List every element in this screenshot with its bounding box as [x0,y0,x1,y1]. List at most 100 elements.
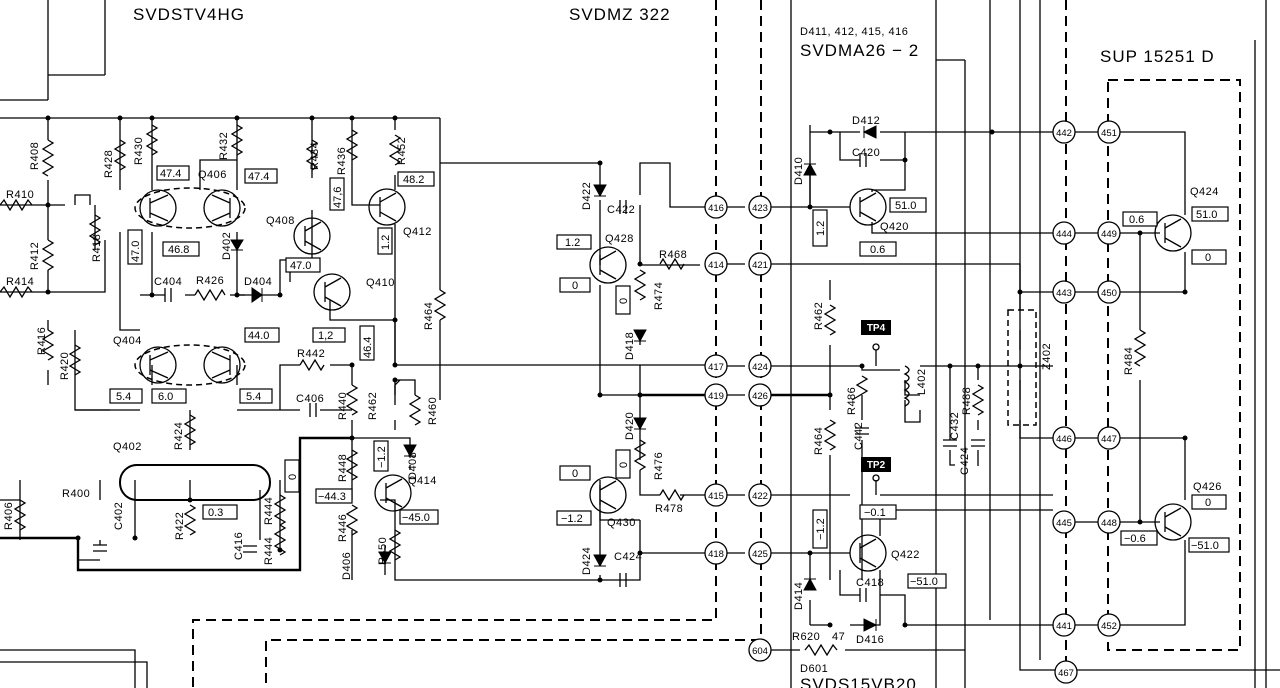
q422-label: Q422 [891,549,920,561]
node-label: 441 [1056,621,1072,632]
transistors [119,187,1192,572]
q414-label: Q414 [408,475,437,487]
q404-label: Q404 [113,335,142,347]
voltage-value: 0 [572,280,578,292]
voltage-value: −0.6 [1124,533,1146,545]
voltage-value: −1.2 [815,518,827,540]
r428-label: R428 [103,150,115,178]
voltage-value: −51.0 [910,576,938,588]
svdstv4hg-label: SVDSTV4HG [133,5,245,24]
r418-label: R418 [91,234,103,262]
q402-label: Q402 [113,441,142,453]
r436-label: R436 [336,147,348,175]
c432-label: C432 [949,412,961,440]
q406-label: Q406 [198,169,227,181]
voltage-value: 1.2 [565,237,580,249]
voltage-value: 47.0 [290,260,311,272]
voltage-value: 0 [287,474,299,480]
r462-label: R462 [367,392,379,420]
voltage-value: 47.4 [160,168,181,180]
node-label: 442 [1056,128,1072,139]
node-label: 604 [752,646,768,657]
d404-label: D404 [244,276,272,288]
voltage-value: 5.4 [246,391,261,403]
r620-label: R620 [792,631,820,643]
q410-label: Q410 [366,277,395,289]
r444-label: R444 [263,537,275,565]
r412-label: R412 [29,242,41,270]
voltage-value: 0 [1205,252,1211,264]
c404-label: C404 [154,276,182,288]
voltage-value: 44.0 [248,330,269,342]
r410-label: R410 [6,189,34,201]
voltage-value: −51.0 [1191,540,1219,552]
connector-nodes: 416 423 414 421 417 424 419 426 415 422 … [704,120,1121,684]
r482-label: R478 [655,503,683,515]
r452-label: R452 [396,137,408,165]
c420-label: C422 [607,204,635,216]
r416-label: R416 [36,327,48,355]
voltage-value: 1,2 [318,330,333,342]
component-labels: R408 R410 R412 R414 R416 R418 R420 R428 … [3,115,1222,646]
q426-label: Q426 [1193,481,1222,493]
r488-label: R488 [961,387,973,415]
r474-label: R464 [813,427,825,455]
voltage-value: −0.1 [864,507,886,519]
r446-label: R446 [337,514,349,542]
voltage-value: −45.0 [402,512,430,524]
svdmz322-label: SVDMZ 322 [569,5,671,24]
node-label: 443 [1056,288,1072,299]
r420-label: R420 [59,352,71,380]
svdma26-label: SVDMA26 − 2 [800,41,919,60]
r430-label: R430 [133,137,145,165]
node-label: 444 [1056,229,1072,240]
c406-label: C406 [296,393,324,405]
node-label: 446 [1056,434,1072,445]
node-label: 419 [708,391,724,402]
voltage-value: 5.4 [116,391,131,403]
node-label: 447 [1101,434,1117,445]
voltage-value: −1.2 [561,513,583,525]
voltage-value: −44.3 [318,491,346,503]
node-label: 451 [1101,128,1117,139]
voltage-value: 51.0 [1196,209,1217,221]
tp4-label: TP4 [867,323,886,334]
r432-label: R432 [218,132,230,160]
voltage-value: 0 [618,298,630,304]
d411-list-label: D411, 412, 415, 416 [800,26,908,38]
q408-label: Q408 [266,215,295,227]
node-label: 418 [708,549,724,560]
voltage-value: −1.2 [376,446,388,468]
voltage-value: 47.4 [248,171,269,183]
node-label: 445 [1056,518,1072,529]
voltage-value: 0 [572,468,578,480]
d412-label: D412 [852,115,880,127]
r424-label: R424 [173,422,185,450]
d406-label: D406 [341,552,353,580]
r450-label: R450 [377,537,389,565]
r480-label: R476 [653,452,665,480]
c442-label: C442 [853,422,865,450]
q424-label: Q424 [1190,186,1219,198]
voltage-value: 47,6 [332,187,344,208]
voltage-readouts: 47.4 47.4 46.8 47.0 47,6 47.0 48.2 1.2 4… [109,165,1230,589]
q412-label: Q412 [403,226,432,238]
node-label: 422 [752,491,768,502]
q420-label: Q420 [880,221,909,233]
q428-label: Q428 [605,233,634,245]
l402-label: L402 [916,369,928,395]
r448-label: R448 [337,454,349,482]
r620-value: 47 [832,631,845,643]
d601-label: D601 [800,663,828,675]
r408-label: R408 [29,142,41,170]
voltage-value: 46.8 [168,244,189,256]
d418-label: D418 [624,332,636,360]
node-label: 450 [1101,288,1117,299]
d414-label: D414 [793,582,805,610]
voltage-value: 0.3 [208,507,223,519]
tp2-label: TP2 [867,460,886,471]
diodes [230,125,878,632]
r476-label: R468 [659,249,687,261]
node-label: 467 [1058,668,1074,679]
